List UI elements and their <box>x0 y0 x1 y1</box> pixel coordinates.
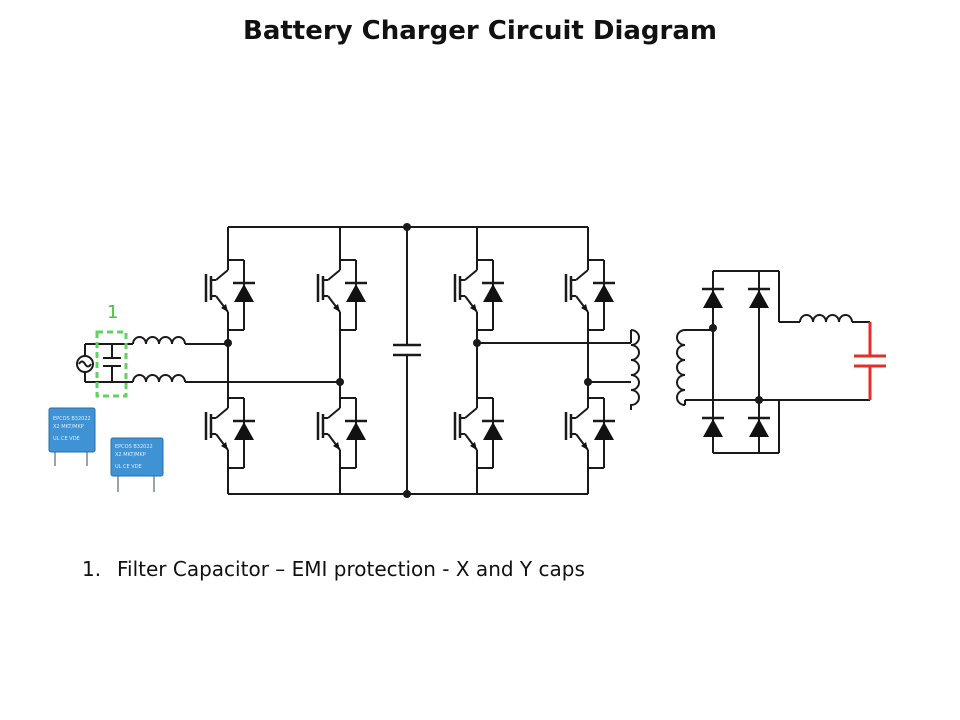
igbt-switch-q8 <box>564 396 617 470</box>
rectifier-diode-d4 <box>746 416 772 439</box>
igbt-switch-q5 <box>453 258 506 332</box>
svg-text:EPCOS B32022: EPCOS B32022 <box>53 416 91 422</box>
igbt-switch-q2 <box>204 396 257 470</box>
igbt-switch-q7 <box>564 258 617 332</box>
svg-text:UL CE VDE: UL CE VDE <box>53 436 80 442</box>
output-capacitor <box>854 322 886 400</box>
rectifier-diode-d2 <box>746 287 772 310</box>
legend-item-number: 1. <box>82 557 102 581</box>
x-capacitor-photo: EPCOS B32022 X2 MKT/MKP UL CE VDE <box>48 407 96 466</box>
igbt-switch-q3 <box>316 258 369 332</box>
isolation-transformer <box>477 329 759 410</box>
igbt-switch-q6 <box>453 396 506 470</box>
output-rectifier <box>700 270 870 454</box>
y-capacitor-photo: EPCOS B32022 X2 MKT/MKP UL CE VDE <box>110 437 164 492</box>
emi-input-filter <box>76 330 340 398</box>
igbt-switch-q4 <box>316 396 369 470</box>
marker-1-highlight <box>95 330 128 398</box>
inverter-bridge <box>204 223 617 498</box>
svg-text:X2 MKT/MKP: X2 MKT/MKP <box>53 424 84 430</box>
legend-item-text: Filter Capacitor – EMI protection - X an… <box>117 557 585 581</box>
diagram-title: Battery Charger Circuit Diagram <box>243 16 717 46</box>
rectifier-diode-d3 <box>700 416 726 439</box>
svg-text:EPCOS B32022: EPCOS B32022 <box>115 444 153 450</box>
svg-text:UL CE VDE: UL CE VDE <box>115 464 142 470</box>
marker-1-label: 1 <box>107 302 118 323</box>
rectifier-diode-d1 <box>700 287 726 310</box>
svg-text:X2 MKT/MKP: X2 MKT/MKP <box>115 452 146 458</box>
igbt-switch-q1 <box>204 258 257 332</box>
legend-item-1: 1. Filter Capacitor – EMI protection - X … <box>82 557 585 581</box>
